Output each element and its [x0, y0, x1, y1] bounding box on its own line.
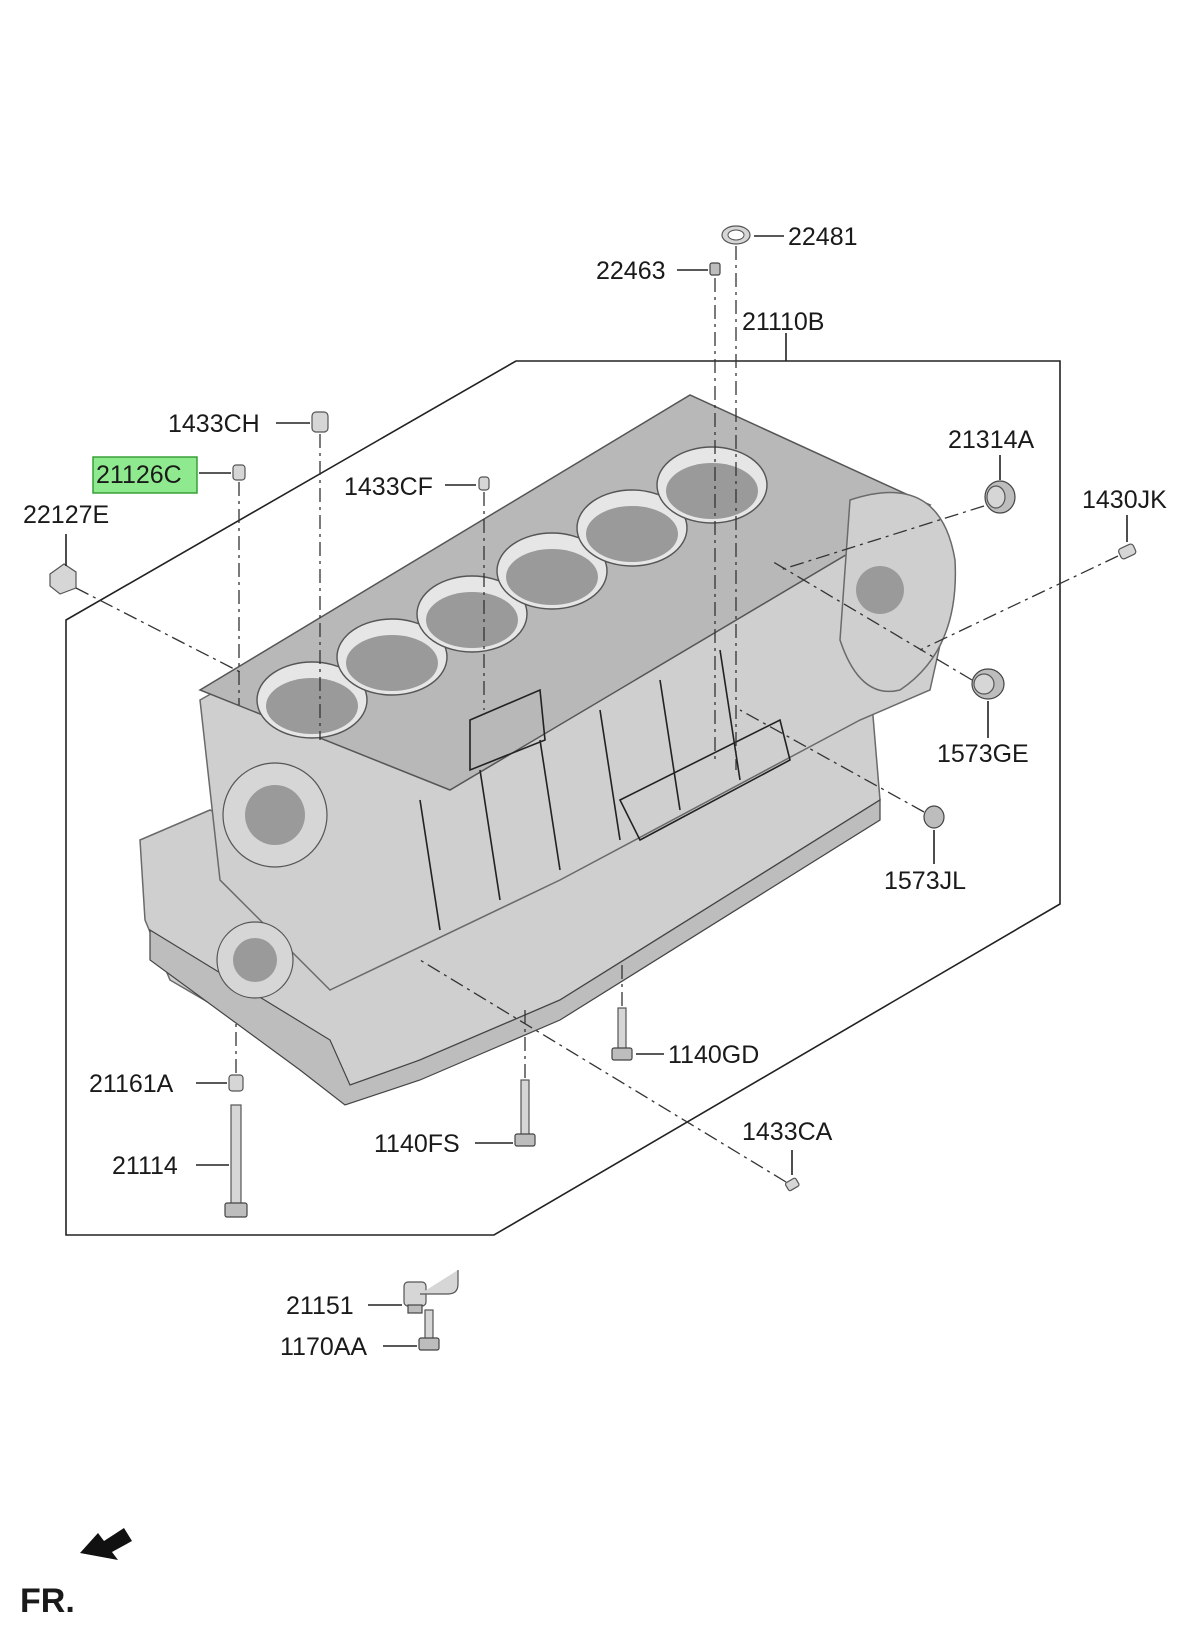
part-22127E-plug[interactable]: [49, 563, 77, 595]
label-22481[interactable]: 22481: [788, 223, 858, 251]
front-label: FR.: [20, 1582, 75, 1620]
label-1433CH[interactable]: 1433CH: [168, 410, 260, 438]
front-direction-indicator: FR.: [20, 1528, 132, 1620]
cylinder-block: [139, 394, 957, 1106]
part-1433CF-dowel[interactable]: [478, 476, 490, 491]
label-22127E[interactable]: 22127E: [23, 501, 109, 529]
part-21114-bolt[interactable]: [224, 1104, 248, 1218]
highlight-21126C: [92, 456, 198, 494]
label-21110B[interactable]: 21110B: [742, 308, 824, 336]
label-1170AA[interactable]: 1170AA: [280, 1333, 367, 1361]
label-1573JL[interactable]: 1573JL: [884, 867, 966, 895]
label-21314A[interactable]: 21314A: [948, 426, 1035, 454]
label-1433CA[interactable]: 1433CA: [742, 1118, 833, 1146]
label-1140GD[interactable]: 1140GD: [668, 1041, 759, 1069]
label-1430JK[interactable]: 1430JK: [1082, 486, 1167, 514]
part-1433CA-pin[interactable]: [784, 1177, 800, 1192]
label-1433CF[interactable]: 1433CF: [344, 473, 433, 501]
part-1430JK-pin[interactable]: [1118, 543, 1137, 560]
label-21114[interactable]: 21114: [112, 1152, 178, 1180]
part-1140GD-bolt[interactable]: [611, 1007, 633, 1061]
label-1140FS[interactable]: 1140FS: [374, 1130, 460, 1158]
label-21126C[interactable]: 21126C: [96, 461, 182, 489]
label-1573GE[interactable]: 1573GE: [937, 740, 1029, 768]
part-21126C-dowel[interactable]: [232, 464, 246, 481]
label-22463[interactable]: 22463: [596, 257, 666, 285]
part-1573JL-plug[interactable]: [923, 805, 945, 829]
front-arrow-icon: [80, 1528, 132, 1560]
part-21161A-dowel[interactable]: [228, 1074, 244, 1092]
part-22463-plug[interactable]: [709, 262, 721, 276]
assembly-frame: [65, 360, 1061, 1236]
assembly-lines: [75, 246, 1119, 1183]
part-1140FS-bolt[interactable]: [514, 1079, 536, 1147]
label-21151[interactable]: 21151: [286, 1292, 354, 1320]
part-1170AA-bolt[interactable]: [418, 1309, 440, 1351]
callout-labels: 22481 22463 21110B 1433CH 21126C 1433CF …: [23, 223, 1167, 1361]
part-1433CH-plug[interactable]: [311, 411, 329, 433]
label-21161A[interactable]: 21161A: [89, 1070, 174, 1098]
part-21151-sensor[interactable]: [403, 1270, 459, 1314]
leader-lines: [65, 235, 1128, 1347]
